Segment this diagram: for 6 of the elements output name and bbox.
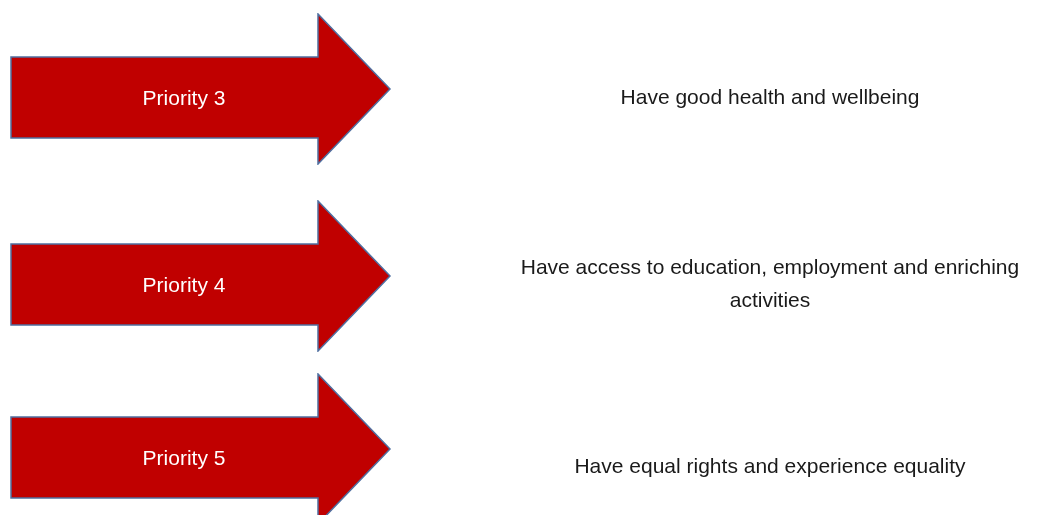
outcome-text: Have access to education, employment and enriching activities (519, 253, 1021, 314)
priority-label: Priority 4 (142, 272, 226, 297)
outcome-text: Have good health and wellbeing (619, 84, 921, 110)
priority-label: Priority 3 (142, 85, 226, 110)
outcome-text: Have equal rights and experience equality (573, 453, 967, 479)
priority-label: Priority 5 (142, 445, 226, 470)
